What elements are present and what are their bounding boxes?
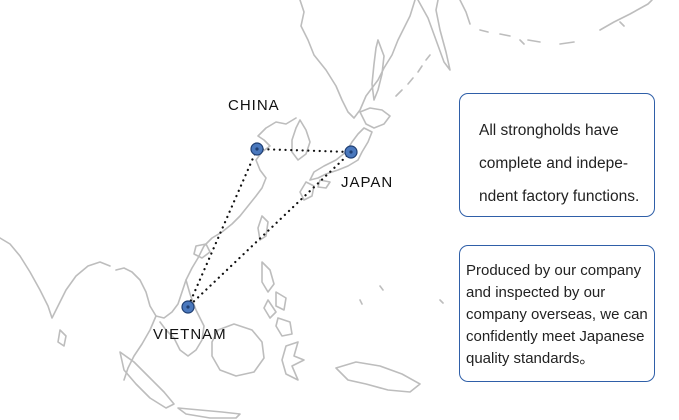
info-box-strongholds-line-1: All strongholds have: [479, 122, 619, 139]
info-box-strongholds: All strongholds have complete and indepe…: [459, 93, 655, 217]
coastline-kyushu: [299, 179, 331, 201]
marker-vietnam-center: [186, 305, 190, 309]
coastline-srilanka: [57, 329, 67, 347]
coastline-honshu: [309, 127, 373, 181]
coastline-alaska: [459, 0, 653, 45]
marker-japan-center: [349, 150, 353, 154]
coastline-new-guinea: [335, 361, 421, 393]
coastline-india: [0, 237, 111, 319]
route-japan-vietnam: [186, 150, 353, 309]
info-box-strongholds-line-2: complete and indepe-: [479, 155, 629, 172]
coastline-borneo: [211, 323, 265, 377]
label-china: CHINA: [228, 97, 280, 114]
label-japan: JAPAN: [341, 174, 394, 191]
route-china-japan: [255, 147, 353, 154]
coastline-hainan: [193, 243, 211, 259]
coastline-kamchatka: [417, 0, 451, 71]
coastline-korea: [291, 119, 311, 161]
coastline-sumatra: [119, 351, 175, 409]
coastline-philippines: [261, 261, 293, 337]
info-box-quality: Produced by our company and inspected by…: [459, 245, 655, 382]
coastline-hokkaido: [359, 107, 391, 129]
coastline-taiwan: [257, 215, 269, 241]
coastline-russia: [299, 0, 416, 119]
coastline-sakhalin: [371, 39, 385, 101]
coastline-kurils: [395, 54, 431, 97]
route-china-vietnam: [186, 147, 259, 309]
marker-china-center: [255, 147, 259, 151]
info-box-quality-text: Produced by our company and inspected by…: [466, 262, 648, 367]
label-vietnam: VIETNAM: [153, 326, 227, 343]
coastline-java: [177, 407, 241, 419]
info-box-strongholds-line-3: ndent factory functions.: [479, 188, 640, 205]
coastline-sulawesi: [281, 341, 305, 381]
coastline-china: [115, 117, 297, 319]
